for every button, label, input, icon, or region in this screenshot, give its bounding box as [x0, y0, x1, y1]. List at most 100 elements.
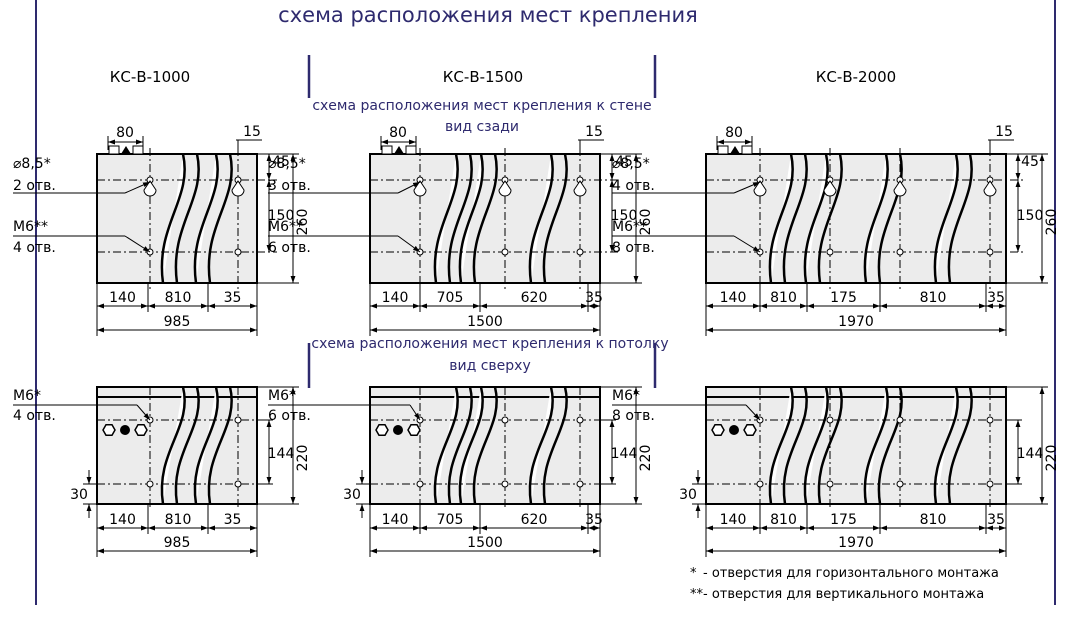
leader-line [409, 404, 421, 421]
break-line [803, 386, 829, 505]
dim-segment: 175 [830, 290, 857, 306]
break-line [174, 386, 200, 505]
break-line [782, 153, 808, 284]
bolt-hole-icon [501, 480, 509, 488]
label-hole: ⌀8,5* [612, 156, 650, 172]
leader-line [136, 404, 151, 421]
dim-total: 985 [164, 535, 191, 551]
leader-line [745, 404, 761, 421]
break-line [863, 386, 889, 505]
dim-30: 30 [679, 487, 697, 503]
leader-line [397, 181, 421, 194]
label-hole: ⌀8,5* [268, 156, 306, 172]
bolt-hole-icon [826, 248, 834, 256]
dim-45: 45 [615, 154, 633, 170]
leader-line [397, 235, 421, 253]
bolt-hole-icon [576, 248, 584, 256]
dim-segment: 175 [830, 512, 857, 528]
dim-segment: 810 [920, 290, 947, 306]
label-bolt-count: 8 отв. [612, 240, 655, 256]
pipe-connector [381, 145, 393, 155]
break-line [174, 153, 200, 284]
break-line [947, 153, 973, 284]
break-line [803, 153, 829, 284]
dim-150: 150 [1017, 208, 1044, 224]
dim-top-15: 15 [243, 124, 261, 140]
dim-segment: 35 [987, 512, 1005, 528]
break-line [877, 153, 903, 284]
label-bolt: М6** [268, 219, 303, 235]
bolt-hole-icon [986, 480, 994, 488]
break-line [863, 153, 889, 284]
bolt-hole-icon [416, 480, 424, 488]
dim-30: 30 [70, 487, 88, 503]
legend-star2-text: - отверстия для вертикального монтажа [703, 587, 984, 602]
dim-260: 260 [1044, 209, 1060, 236]
wall-section-view: вид сзади [445, 119, 519, 135]
break-line [528, 153, 554, 284]
keyhole-slot-icon [498, 180, 512, 197]
dim-total: 1970 [838, 314, 874, 330]
dim-total: 985 [164, 314, 191, 330]
dim-144: 144 [268, 446, 295, 462]
bolt-hole-icon [576, 480, 584, 488]
ceiling-section-title: схема расположения мест крепления к пото… [311, 336, 668, 352]
dim-segment: 140 [109, 512, 136, 528]
keyhole-slot-icon [231, 180, 245, 197]
pipe-connector [741, 145, 753, 155]
keyhole-slot-icon [413, 180, 427, 197]
break-line [817, 153, 843, 284]
pipe-connector [717, 145, 729, 155]
label-hole-count: 3 отв. [268, 178, 311, 194]
break-line [877, 386, 903, 505]
bolt-hole-icon [146, 480, 154, 488]
break-line [542, 386, 568, 505]
break-line [817, 386, 843, 505]
heater-body-top-view [705, 386, 1007, 505]
leader-line [124, 181, 151, 194]
leader-line [733, 181, 761, 194]
bolt-hole-icon [986, 416, 994, 424]
label-bolt: М6* [612, 388, 640, 404]
hex-nut-icon [407, 424, 421, 436]
hex-nut-icon [102, 424, 116, 436]
bolt-hole-icon [576, 416, 584, 424]
label-bolt: М6** [13, 219, 48, 235]
dim-150: 150 [268, 208, 295, 224]
dim-total: 1970 [838, 535, 874, 551]
label-bolt-count: 8 отв. [612, 408, 655, 424]
dim-segment: 35 [585, 290, 603, 306]
wall-section-title: схема расположения мест крепления к стен… [312, 98, 651, 114]
dim-segment: 810 [165, 512, 192, 528]
break-line [782, 386, 808, 505]
label-bolt: М6* [268, 388, 296, 404]
dim-segment: 810 [770, 512, 797, 528]
bolt-hole-icon [501, 416, 509, 424]
pipe-connector [108, 145, 120, 155]
hex-nut-icon [743, 424, 757, 436]
bolt-hole-icon [501, 248, 509, 256]
hex-nut-icon [375, 424, 389, 436]
break-line [433, 153, 459, 284]
dim-top-15: 15 [585, 124, 603, 140]
dim-144: 144 [1017, 446, 1044, 462]
dim-total: 1500 [467, 535, 503, 551]
dim-top-80: 80 [116, 125, 134, 141]
dim-segment: 140 [382, 512, 409, 528]
break-line [207, 386, 233, 505]
dim-segment: 35 [987, 290, 1005, 306]
label-bolt-count: 6 отв. [268, 240, 311, 256]
hex-nut-icon [134, 424, 148, 436]
dim-segment: 140 [720, 290, 747, 306]
connector-triangle-icon [121, 146, 131, 154]
dim-260: 260 [638, 209, 654, 236]
bolt-hole-icon [986, 248, 994, 256]
label-bolt-count: 4 отв. [13, 408, 56, 424]
pipe-connector [405, 145, 417, 155]
dim-segment: 35 [224, 512, 242, 528]
model-name: КС-В-1000 [110, 68, 190, 86]
keyhole-slot-icon [893, 180, 907, 197]
break-line [542, 153, 568, 284]
label-hole: ⌀8,5* [13, 156, 51, 172]
break-line [458, 386, 484, 505]
